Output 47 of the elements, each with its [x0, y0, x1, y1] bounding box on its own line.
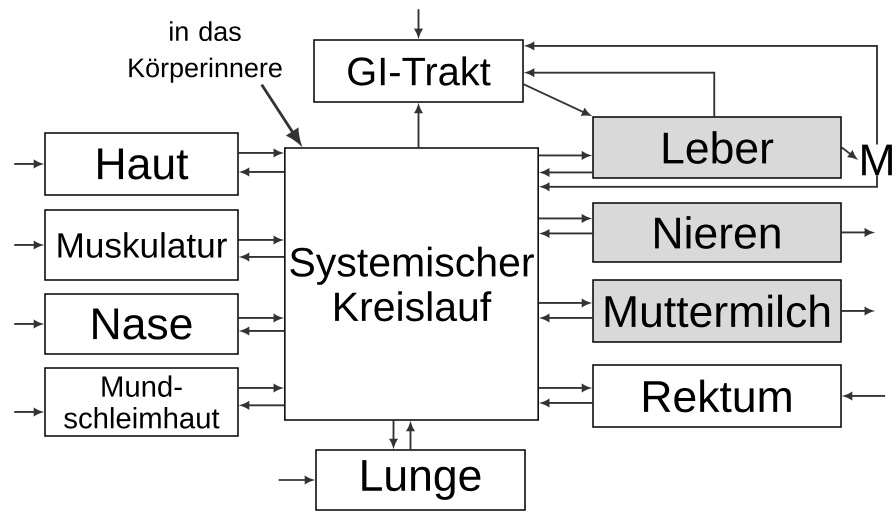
arrow: [541, 230, 592, 238]
arrow: [390, 420, 398, 447]
arrow: [241, 253, 284, 261]
arrow: [241, 327, 284, 335]
arrow: [238, 236, 282, 244]
arrow: [841, 146, 857, 159]
process-box: GI-Trakt: [313, 39, 524, 103]
arrow: [260, 84, 301, 144]
arrow: [14, 320, 42, 328]
arrow: [14, 160, 42, 168]
process-box: Nase: [44, 293, 239, 355]
process-box: Systemischer Kreislauf: [284, 147, 539, 421]
arrow: [14, 241, 42, 249]
arrow: [238, 314, 282, 322]
arrow: [238, 384, 282, 392]
arrow: [406, 423, 414, 450]
arrow: [526, 68, 716, 116]
arrow: [538, 152, 590, 160]
process-box: Leber: [592, 116, 842, 179]
arrow: [844, 392, 886, 400]
arrow: [414, 105, 422, 148]
process-box: Mund- schleimhaut: [44, 367, 239, 437]
process-box: Rektum: [592, 364, 842, 428]
arrow: [538, 384, 590, 392]
arrow: [241, 402, 284, 410]
arrow: [541, 314, 592, 322]
arrow: [541, 168, 592, 176]
arrow: [278, 476, 313, 484]
process-box: Muttermilch: [592, 279, 842, 343]
arrow: [14, 408, 42, 416]
arrow: [414, 9, 422, 37]
arrow: [842, 228, 873, 236]
cut-off-text: M: [862, 144, 892, 176]
arrow: [238, 149, 282, 157]
process-box: Muskulatur: [44, 209, 239, 281]
process-box: Nieren: [592, 202, 842, 263]
arrow: [541, 399, 592, 407]
arrow: [523, 83, 590, 116]
process-box: Lunge: [315, 449, 526, 511]
arrow: [538, 299, 590, 307]
arrow: [541, 176, 878, 191]
arrow: [538, 214, 590, 222]
process-box: Haut: [44, 132, 239, 196]
annotation-text: in das Körperinnere: [129, 21, 282, 83]
arrow: [241, 168, 284, 176]
arrow: [842, 307, 873, 315]
arrow: [526, 42, 878, 144]
